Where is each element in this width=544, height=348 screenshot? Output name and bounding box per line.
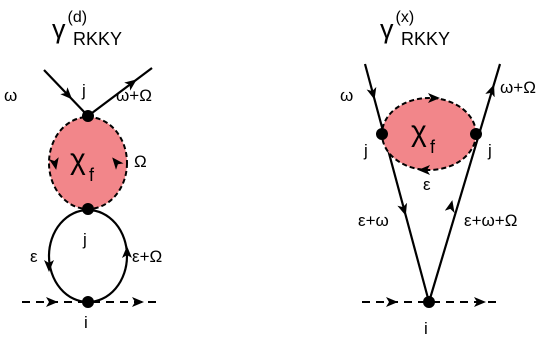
vertex-right [470,128,482,140]
label-omega-in: ω [4,86,17,105]
label-x-vertex-right: j [487,141,492,160]
vertex-top [82,110,94,122]
vertex-left [376,128,388,140]
label-x-omega-out: ω+Ω [500,78,536,97]
label-x-vertex-bottom: i [424,319,428,338]
label-eps-left: ε [30,247,38,266]
vertex-bottom-x [423,296,435,308]
label-omega-out: ω+Ω [116,86,152,105]
label-x-omega-in: ω [340,86,353,105]
label-Omega: Ω [134,152,147,171]
omega-out-line [87,67,153,117]
vertex-bottom [82,296,94,308]
label-vertex-mid: j [82,230,87,249]
label-vertex-top: j [81,81,86,100]
direct-title: γ(d)RKKY [52,9,122,49]
chi-bubble-x [381,97,477,171]
label-eps-right: ε+Ω [132,247,162,266]
epsilon-loop [47,208,129,304]
vertex-mid [82,203,94,215]
label-x-vertex-left: j [363,141,368,160]
label-x-eps-left: ε+ω [358,211,389,230]
right-line [427,63,502,303]
label-vertex-bottom: i [84,313,88,332]
exchange-title: γ(x)RKKY [380,9,450,49]
label-x-eps-right: ε+ω+Ω [464,211,517,230]
label-x-eps-inner: ε [423,175,431,194]
left-line [363,63,431,303]
chi-bubble [48,116,128,210]
